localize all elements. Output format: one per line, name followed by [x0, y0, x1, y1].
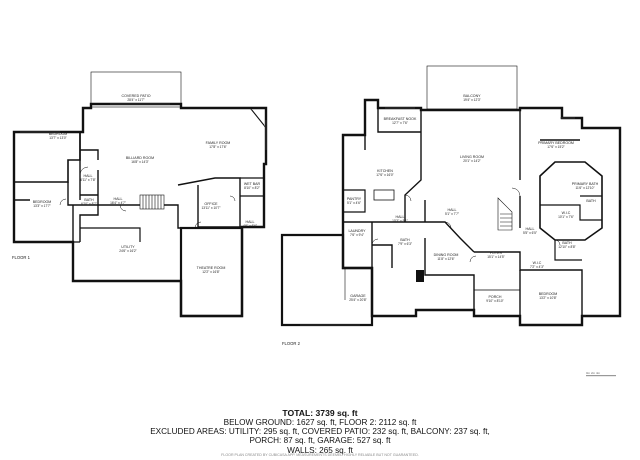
floor-1-label: FLOOR 1 [12, 255, 31, 260]
summary-line-1: BELOW GROUND: 1627 sq. ft, FLOOR 2: 2112… [223, 418, 417, 427]
svg-text:13'3" x 17'7": 13'3" x 17'7" [33, 204, 50, 208]
svg-text:6'10" x 8'7": 6'10" x 8'7" [81, 202, 97, 206]
bedroom-nw-label: BEDROOM [49, 132, 68, 136]
svg-text:16'4" x 4'7": 16'4" x 4'7" [110, 201, 126, 205]
svg-text:5'5" x 6'5": 5'5" x 6'5" [523, 231, 537, 235]
svg-text:12'7" x 7'6": 12'7" x 7'6" [392, 121, 408, 125]
total-area: TOTAL: 3739 sq. ft [282, 408, 358, 418]
foyer-label: FOYER [490, 251, 503, 255]
porch-label: PORCH [489, 295, 502, 299]
family-room-label: FAMILY ROOM [206, 141, 231, 145]
svg-text:12'2" x 16'8": 12'2" x 16'8" [202, 270, 219, 274]
svg-text:4'6" x 6'6": 4'6" x 6'6" [243, 224, 257, 228]
floor-1-labels: COVERED PATIO 28'4" x 11'7" BEDROOM 13'7… [12, 94, 261, 274]
floor-1-outer-walls [12, 102, 268, 318]
svg-text:17'6" x 15'2": 17'6" x 15'2" [547, 145, 564, 149]
svg-text:15'1" x 14'5": 15'1" x 14'5" [487, 255, 504, 259]
covered-patio-outline [90, 71, 182, 108]
bedroom-w-label: BEDROOM [33, 200, 52, 204]
breakfast-nook-label: BREAKFAST NOOK [384, 117, 417, 121]
floor-2-plan [280, 65, 622, 327]
scale-bar [586, 375, 616, 377]
hall-a2-label: HALL [448, 208, 457, 212]
hall-b2-label: HALL [396, 215, 405, 219]
floor-2-label: FLOOR 2 [282, 341, 301, 346]
svg-text:7'9" x 6'3": 7'9" x 6'3" [398, 242, 412, 246]
svg-text:24'6" x 16'2": 24'6" x 16'2" [119, 249, 136, 253]
hall-c-label: HALL [246, 220, 255, 224]
svg-text:13'11" x 10'7": 13'11" x 10'7" [201, 206, 220, 210]
svg-text:12'10" x 8'8": 12'10" x 8'8" [558, 245, 575, 249]
bath-c-label: BATH [562, 241, 572, 245]
primary-bath-label: PRIMARY BATH [572, 182, 599, 186]
svg-text:5'1" x 7'7": 5'1" x 7'7" [445, 212, 459, 216]
garage-walls [280, 233, 374, 327]
summary-line-3: PORCH: 87 sq. ft, GARAGE: 527 sq. ft [249, 436, 391, 446]
svg-text:7'2" x 4'3": 7'2" x 4'3" [530, 265, 544, 269]
svg-text:10'3" x 5'1": 10'3" x 5'1" [392, 219, 408, 223]
theatre-room-walls [179, 226, 244, 318]
pantry-label: PANTRY [347, 197, 362, 201]
wet-bar-label: WET BAR [244, 182, 261, 186]
bath-label: BATH [84, 198, 94, 202]
hall-c2-label: HALL [526, 227, 535, 231]
kitchen-label: KITCHEN [377, 169, 393, 173]
utility-label: UTILITY [121, 245, 135, 249]
garage-label: GARAGE [350, 294, 366, 298]
summary-line-4: WALLS: 265 sq. ft [287, 445, 353, 455]
bedroom-label: BEDROOM [539, 292, 558, 296]
area-summary: TOTAL: 3739 sq. ft BELOW GROUND: 1627 sq… [0, 409, 640, 455]
floor-2-stairs [497, 197, 513, 231]
svg-text:11'6" x 12'10": 11'6" x 12'10" [575, 186, 594, 190]
floor-1-stairs [139, 194, 165, 210]
hall-b-label: HALL [114, 197, 123, 201]
svg-text:25'4" x 20'8": 25'4" x 20'8" [349, 298, 366, 302]
wic2-label: W.I.C [533, 261, 542, 265]
scale-text: 0m 2m 4m [586, 371, 601, 375]
laundry-label: LAUNDRY [348, 229, 366, 233]
billiard-room-label: BILLIARD ROOM [126, 156, 154, 160]
svg-text:9'10" x 8'10": 9'10" x 8'10" [486, 299, 503, 303]
svg-text:28'4" x 11'7": 28'4" x 11'7" [127, 98, 144, 102]
office-label: OFFICE [204, 202, 218, 206]
svg-text:13'2" x 10'8": 13'2" x 10'8" [539, 296, 556, 300]
svg-text:17'8" x 17'6": 17'8" x 17'6" [209, 145, 226, 149]
living-room-label: LIVING ROOM [460, 155, 484, 159]
theatre-room-label: THEATRE ROOM [197, 266, 226, 270]
svg-text:16'8" x 14'3": 16'8" x 14'3" [131, 160, 148, 164]
svg-text:13'7" x 13'0": 13'7" x 13'0" [49, 136, 66, 140]
svg-text:6'11" x 7'8": 6'11" x 7'8" [80, 178, 95, 182]
svg-text:20'1" x 14'2": 20'1" x 14'2" [463, 159, 480, 163]
floor-2-labels: BALCONY 19'4" x 12'3" BREAKFAST NOOK 12'… [282, 94, 599, 346]
svg-text:10'1" x 7'6": 10'1" x 7'6" [558, 215, 574, 219]
summary-line-2: EXCLUDED AREAS: UTILITY: 295 sq. ft, COV… [150, 427, 490, 437]
primary-bath-walls [539, 161, 603, 241]
balcony-outline [426, 65, 518, 110]
primary-bedroom-label: PRIMARY BEDROOM [538, 141, 574, 145]
svg-text:11'8" x 12'6": 11'8" x 12'6" [437, 257, 454, 261]
hall-a-label: HALL [84, 174, 93, 178]
disclaimer-text: FLOOR PLAN CREATED BY CUBICASA APP. MEAS… [221, 453, 419, 457]
svg-text:19'4" x 12'3": 19'4" x 12'3" [463, 98, 480, 102]
covered-patio-label: COVERED PATIO [121, 94, 150, 98]
svg-text:7'6" x 9'4": 7'6" x 9'4" [350, 233, 364, 237]
wic-label: W.I.C [562, 211, 571, 215]
balcony-label: BALCONY [463, 94, 481, 98]
svg-text:17'6" x 16'0": 17'6" x 16'0" [376, 173, 393, 177]
svg-text:5'1" x 4'6": 5'1" x 4'6" [347, 201, 361, 205]
bath-s-label: BATH [586, 199, 596, 203]
floor-1-plan [12, 71, 268, 318]
dining-room-label: DINING ROOM [434, 253, 459, 257]
floor-2-outer-walls [341, 98, 622, 327]
svg-text:8'10" x 8'2": 8'10" x 8'2" [244, 186, 260, 190]
bath-b-label: BATH [400, 238, 410, 242]
